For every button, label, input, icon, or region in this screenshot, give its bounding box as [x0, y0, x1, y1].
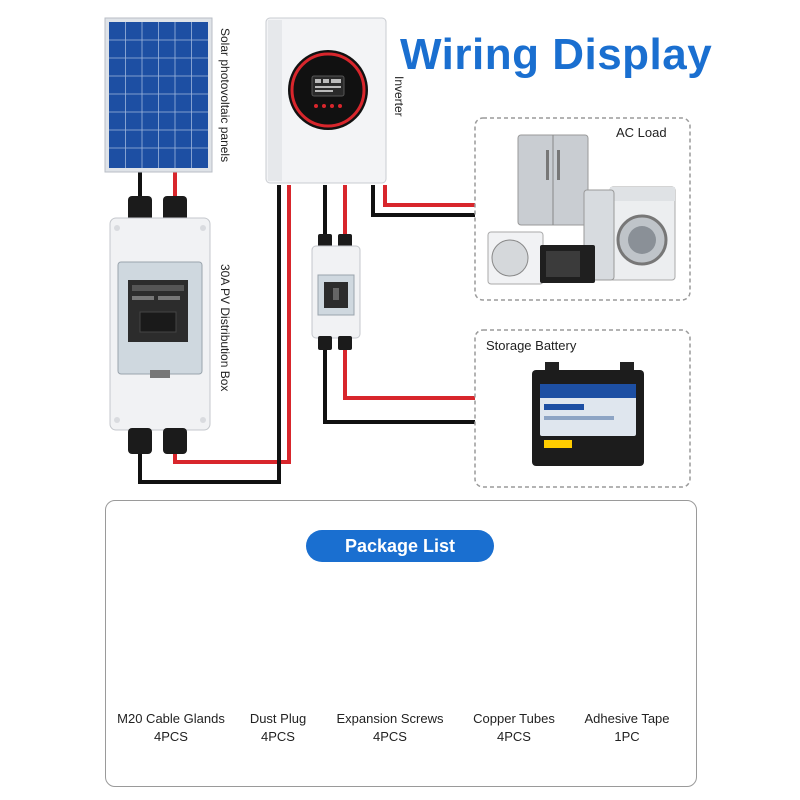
package-item-qty: 4PCS — [261, 729, 295, 744]
ac-load-appliances-image — [487, 134, 676, 285]
storage-battery-box — [474, 329, 691, 488]
package-item-qty: 4PCS — [154, 729, 188, 744]
distribution-box-image — [109, 196, 211, 454]
inverter-label: Inverter — [392, 76, 406, 117]
package-item-name: Adhesive Tape — [584, 711, 670, 726]
ac-load-label: AC Load — [616, 125, 667, 140]
storage-battery-label: Storage Battery — [486, 338, 577, 353]
page-title: Wiring Display — [400, 30, 713, 79]
storage-battery-image — [532, 362, 644, 466]
package-list-title: Package List — [306, 530, 494, 562]
distribution-box-label: 30A PV Distribution Box — [218, 264, 232, 392]
solar-panels-label: Solar photovoltaic panels — [218, 28, 232, 163]
battery-breaker-image — [311, 234, 361, 350]
package-item-qty: 1PC — [614, 729, 640, 744]
wires — [138, 172, 475, 484]
solar-panel-image — [104, 17, 213, 173]
package-item-qty: 4PCS — [373, 729, 407, 744]
package-item-name: Dust Plug — [249, 711, 307, 726]
package-item-qty: 4PCS — [497, 729, 531, 744]
inverter-image — [265, 17, 387, 184]
ac-load-box — [474, 117, 691, 301]
package-item-name: M20 Cable Glands — [117, 711, 225, 726]
package-item-name: Copper Tubes — [473, 711, 555, 726]
package-item-name: Expansion Screws — [336, 711, 444, 726]
